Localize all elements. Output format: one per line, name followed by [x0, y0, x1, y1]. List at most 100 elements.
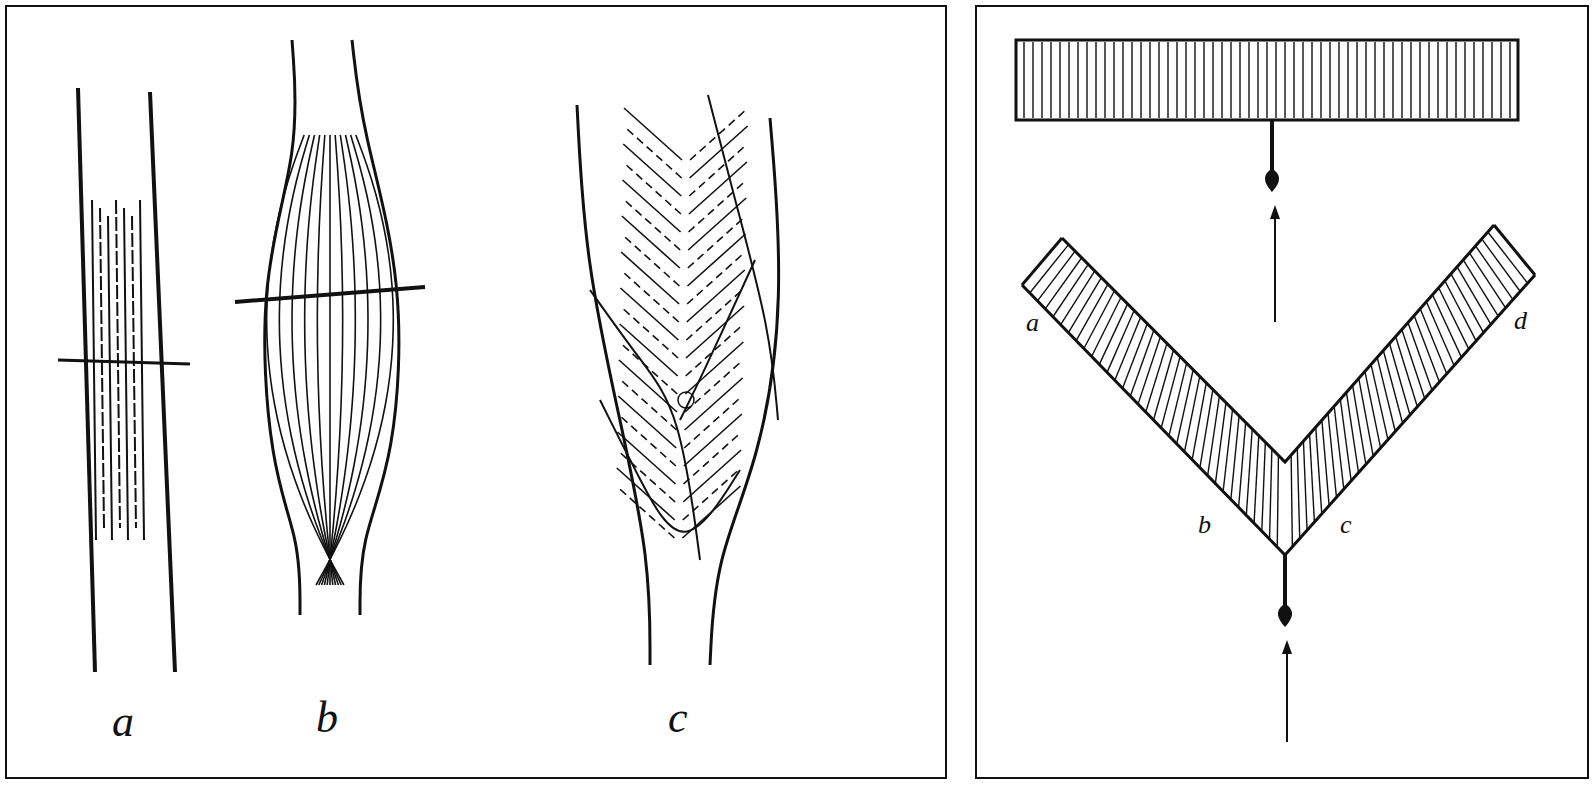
drop	[1265, 120, 1279, 192]
stroke	[1371, 364, 1388, 439]
stroke	[1203, 42, 1204, 118]
stroke	[132, 216, 136, 528]
stroke	[1177, 370, 1193, 444]
bent-strip	[1022, 225, 1535, 742]
stroke	[1077, 42, 1078, 118]
stroke	[92, 200, 96, 540]
stroke	[1270, 449, 1272, 539]
figure-letter: c	[1340, 512, 1352, 538]
stroke	[616, 486, 674, 538]
stroke	[1149, 42, 1150, 118]
stroke	[140, 200, 144, 540]
stroke	[1509, 42, 1510, 118]
stroke	[1169, 363, 1187, 436]
stroke	[1104, 42, 1105, 118]
stroke	[1482, 42, 1483, 118]
figure-letter: d	[1514, 308, 1527, 334]
stroke	[1050, 42, 1051, 118]
arrowhead	[1282, 640, 1292, 654]
outline	[292, 135, 338, 585]
figure-letter: a	[1026, 310, 1039, 336]
stroke	[1223, 409, 1232, 491]
stroke	[1353, 385, 1366, 464]
stroke	[1146, 343, 1167, 412]
stroke	[1122, 42, 1123, 118]
outline	[352, 40, 399, 615]
stroke	[1390, 344, 1411, 416]
parallel-muscle	[58, 88, 190, 672]
outline	[322, 135, 368, 585]
stroke	[1095, 42, 1096, 118]
left-panel	[6, 6, 946, 778]
figure-letter: b	[316, 696, 338, 740]
stroke	[1365, 371, 1381, 448]
stroke	[1401, 42, 1402, 118]
stroke	[1221, 42, 1222, 118]
stroke	[1161, 357, 1180, 428]
stroke	[1410, 42, 1411, 118]
stroke	[1230, 42, 1231, 118]
stroke	[1266, 42, 1267, 118]
arrowhead	[1270, 205, 1280, 219]
outline	[680, 260, 755, 420]
stroke	[1374, 42, 1375, 118]
outline	[317, 135, 332, 585]
stroke	[1329, 42, 1330, 118]
stroke	[1138, 337, 1160, 404]
outline	[316, 135, 393, 585]
stroke	[1322, 420, 1329, 505]
stroke	[1131, 42, 1132, 118]
stroke	[1320, 42, 1321, 118]
stroke	[1356, 42, 1357, 118]
stroke	[1254, 436, 1259, 524]
stroke	[150, 92, 175, 672]
strip-outline	[1016, 40, 1518, 120]
outline	[327, 135, 342, 585]
stroke	[1239, 422, 1246, 507]
stroke	[1338, 42, 1339, 118]
stroke	[1396, 337, 1418, 407]
stroke	[1365, 42, 1366, 118]
stroke	[1257, 42, 1258, 118]
stroke	[1059, 42, 1060, 118]
stroke	[1473, 42, 1474, 118]
right-panel	[976, 6, 1588, 778]
stroke	[1303, 441, 1307, 530]
stroke	[1041, 42, 1042, 118]
stroke	[1275, 42, 1276, 118]
stroke	[1437, 42, 1438, 118]
stroke	[1347, 42, 1348, 118]
stroke	[1310, 434, 1315, 522]
tendon-knot	[678, 392, 694, 408]
stroke	[1500, 42, 1501, 118]
drop	[1278, 555, 1292, 627]
stroke	[124, 208, 128, 540]
stroke	[1194, 42, 1195, 118]
stroke	[1113, 42, 1114, 118]
stroke	[1262, 442, 1266, 531]
stroke	[1192, 383, 1206, 460]
stroke	[1140, 42, 1141, 118]
stroke	[1383, 42, 1384, 118]
stroke	[1154, 350, 1174, 420]
stroke	[1491, 42, 1492, 118]
stroke	[1402, 330, 1425, 399]
stroke	[58, 360, 190, 364]
stroke	[116, 200, 120, 528]
stroke	[1284, 42, 1285, 118]
stroke	[1291, 455, 1292, 547]
stroke	[1176, 42, 1177, 118]
stroke	[1419, 42, 1420, 118]
stroke	[682, 486, 740, 538]
stroke	[1248, 42, 1249, 118]
stroke	[1184, 376, 1199, 451]
outline	[1022, 275, 1535, 555]
stroke	[1293, 42, 1294, 118]
outline	[1062, 225, 1494, 462]
stroke	[100, 208, 104, 528]
stroke	[1328, 413, 1336, 497]
stroke	[1239, 42, 1240, 118]
pennate-muscle	[577, 95, 779, 665]
stroke	[1446, 42, 1447, 118]
stroke	[1302, 42, 1303, 118]
